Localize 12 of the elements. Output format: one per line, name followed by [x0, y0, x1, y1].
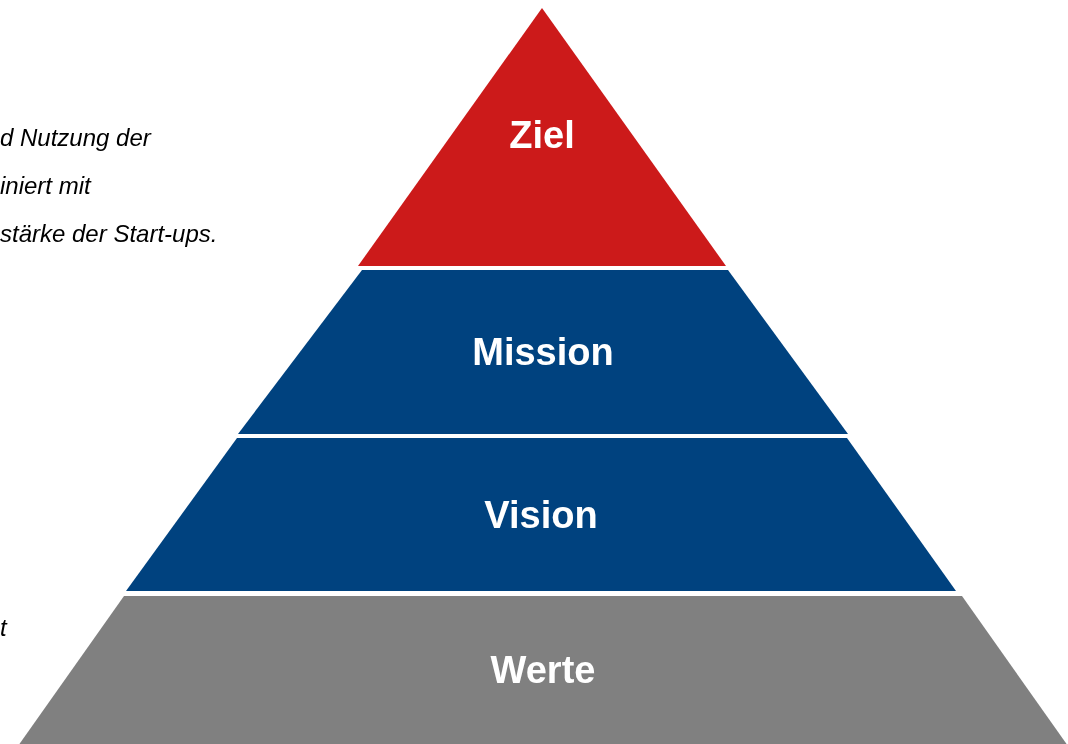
text-fragment: iniert mit — [0, 172, 91, 200]
tier-label: Ziel — [508, 113, 576, 157]
text-fragment: t — [0, 614, 7, 642]
text-fragment: d Nutzung der — [0, 124, 151, 152]
pyramid-tier — [126, 438, 956, 591]
pyramid-apex — [358, 8, 726, 266]
pyramid-tier — [238, 270, 848, 434]
tier-label: Vision — [483, 493, 599, 537]
text-fragment: stärke der Start-ups. — [0, 220, 218, 248]
tier-label: Mission — [471, 330, 615, 374]
tier-label: Werte — [489, 648, 597, 692]
pyramid-tier — [18, 596, 1068, 744]
